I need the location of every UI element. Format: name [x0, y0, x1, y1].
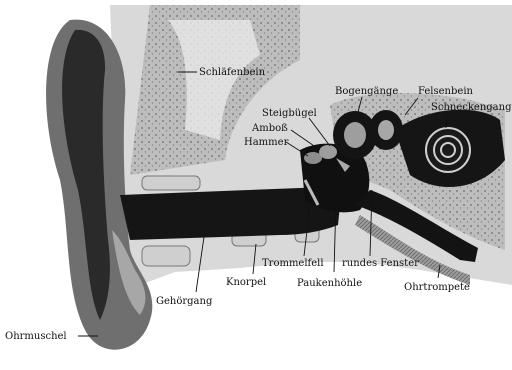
label-paukenhoehle: Paukenhöhle [297, 278, 362, 289]
knorpel-block-1 [142, 176, 200, 190]
label-gehoergang: Gehörgang [156, 296, 213, 307]
label-schneckengang: Schneckengang [431, 102, 512, 113]
label-hammer: Hammer [244, 137, 289, 148]
label-rundes-fenster: rundes Fenster [342, 258, 419, 269]
amboss-ossicle [319, 145, 337, 159]
hammer-ossicle [304, 152, 322, 164]
label-steigbuegel: Steigbügel [262, 108, 317, 119]
label-amboss: Amboß [251, 123, 288, 134]
label-bogengaenge: Bogengänge [335, 86, 398, 97]
label-schlaefenbein: Schläfenbein [199, 67, 266, 78]
label-trommelfell: Trommelfell [262, 258, 324, 269]
label-felsenbein: Felsenbein [418, 86, 474, 97]
knorpel-block-2 [142, 246, 190, 266]
label-knorpel: Knorpel [226, 277, 266, 288]
label-ohrmuschel: Ohrmuschel [5, 331, 67, 342]
label-ohrtrompete: Ohrtrompete [404, 282, 470, 293]
